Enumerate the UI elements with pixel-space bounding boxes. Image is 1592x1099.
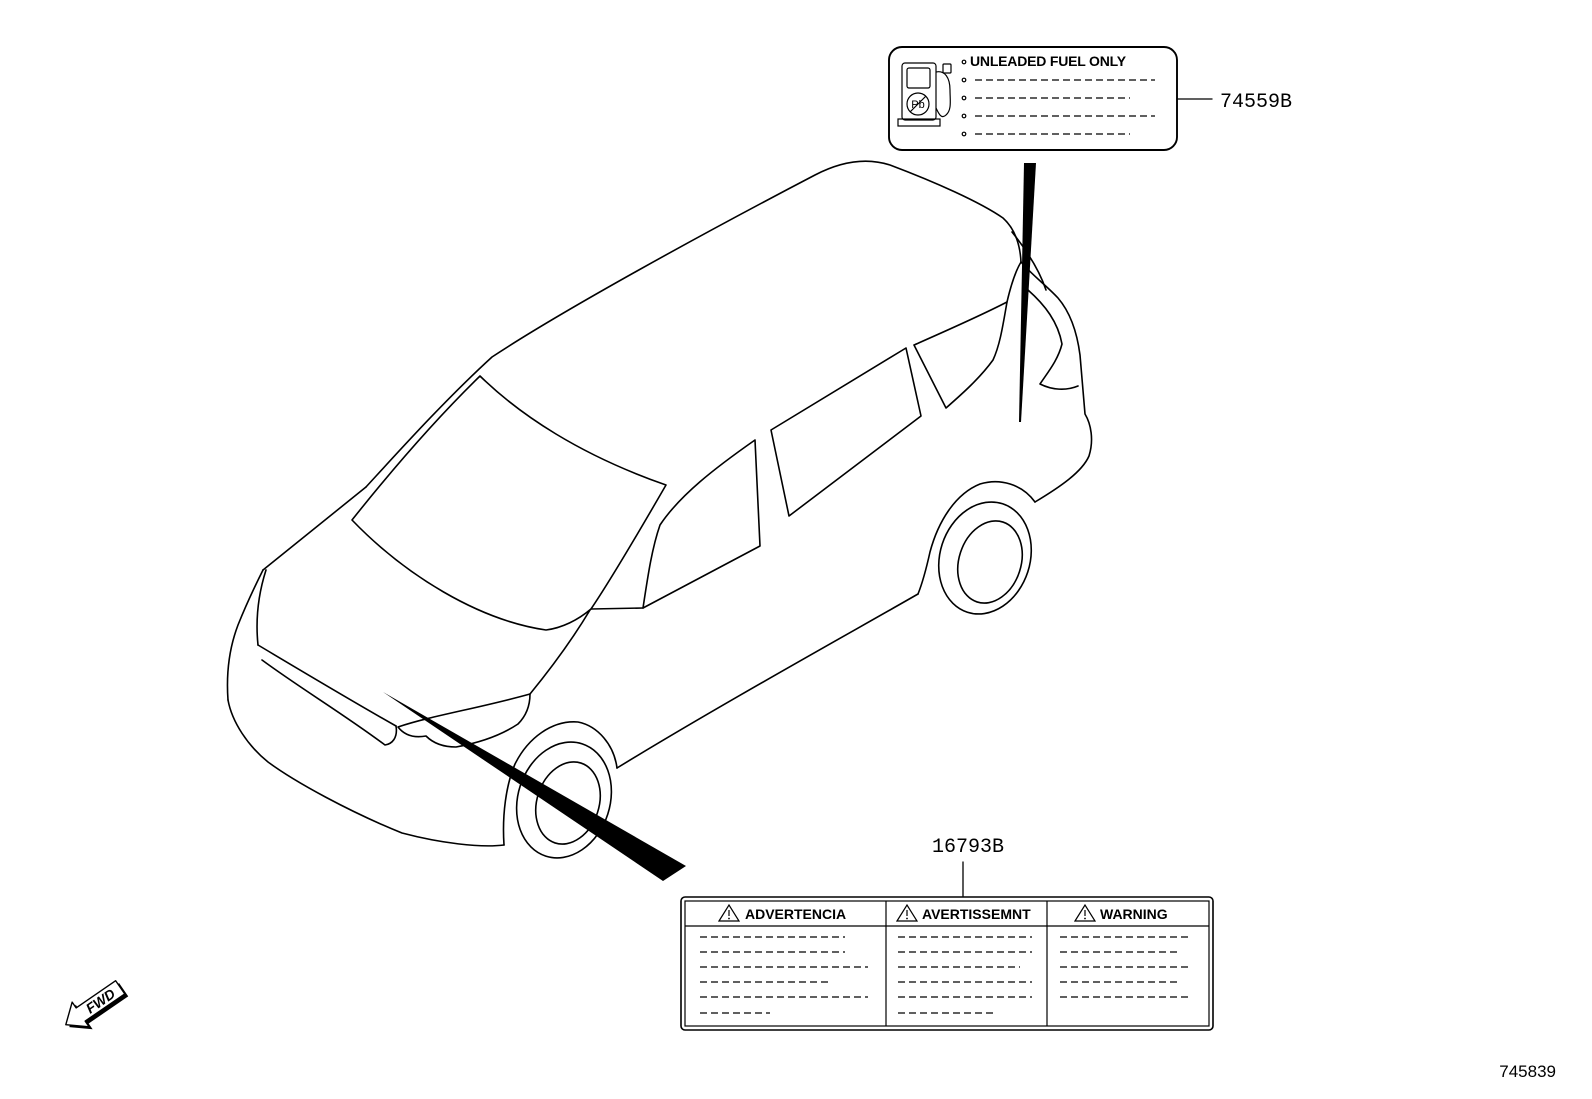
car-sill-line (616, 593, 919, 769)
no-lead-slash (909, 95, 927, 113)
car-front-fender-line (529, 609, 591, 695)
fuel-row-bullet (961, 77, 967, 83)
fuel-heading-bullet (961, 59, 967, 65)
car-belt-line (590, 607, 644, 610)
illustration-number: 745839 (1499, 1062, 1556, 1081)
car-front-wheel-arch (502, 721, 618, 846)
warning-header-french: AVERTISSEMNT (922, 906, 1031, 922)
fuel-pump-screen (906, 67, 931, 89)
warning-header-english: WARNING (1100, 906, 1168, 922)
fwd-arrow-body (65, 980, 126, 1028)
car-front-corner (226, 569, 264, 701)
fuel-row-bullet (961, 113, 967, 119)
fwd-arrow-icon: FWD (65, 980, 129, 1030)
fuel-pump-base (897, 118, 941, 127)
car-rear-spoiler-line (1011, 231, 1047, 291)
car-rear-wheel-arch (917, 480, 1036, 595)
car-rear-door-window (770, 347, 922, 517)
warning-column-english-body (1060, 936, 1192, 998)
car-roof-outline (365, 160, 1022, 488)
warning-header-spanish: ADVERTENCIA (745, 906, 846, 922)
car-hood-left-edge (262, 486, 367, 571)
warning-triangle-icon (717, 903, 741, 922)
warning-label-pointer (383, 692, 686, 881)
fuel-label-heading: UNLEADED FUEL ONLY (970, 53, 1127, 69)
part-number-callout-fuel-label[interactable]: 74559B (1220, 91, 1292, 114)
car-d-pillar-line (1006, 261, 1022, 303)
fuel-pump-icon: Pb (897, 62, 952, 127)
car-headlight (397, 693, 531, 748)
car-rear-outline (1020, 261, 1093, 503)
warning-column-french-body (898, 936, 1032, 1014)
car-rear-light (1027, 289, 1079, 390)
warning-label: ADVERTENCIA AVERTISSEMNT WARNING (680, 896, 1214, 1031)
car-front-tire (515, 741, 613, 859)
warning-triangle-icon (1073, 903, 1097, 922)
fuel-pump-hose (935, 71, 951, 118)
fuel-row-bullet (961, 95, 967, 101)
fuel-label: Pb UNLEADED FUEL ONLY (888, 46, 1178, 151)
car-rear-quarter-window (913, 301, 1008, 409)
no-lead-symbol (906, 92, 930, 116)
car-hood-front-edge (256, 569, 267, 646)
fuel-pump-nozzle (942, 63, 952, 74)
car-rear-tire (937, 501, 1033, 615)
warning-column-spanish-body (700, 936, 868, 1014)
part-number-callout-warning-label[interactable]: 16793B (932, 836, 1004, 859)
car-front-door-window (642, 439, 761, 609)
fuel-row-bullet (961, 131, 967, 137)
car-rear-rim (956, 520, 1024, 604)
fuel-label-pointer (1019, 163, 1036, 422)
vehicle-illustration (226, 160, 1093, 859)
fuel-pump-body (901, 62, 937, 121)
car-grille-lower (261, 659, 398, 746)
warning-label-inner-frame (684, 900, 1210, 1027)
car-windshield (351, 375, 667, 631)
car-grille-upper (257, 644, 397, 727)
car-front-bumper-lower (227, 699, 505, 847)
warning-triangle-icon (895, 903, 919, 922)
